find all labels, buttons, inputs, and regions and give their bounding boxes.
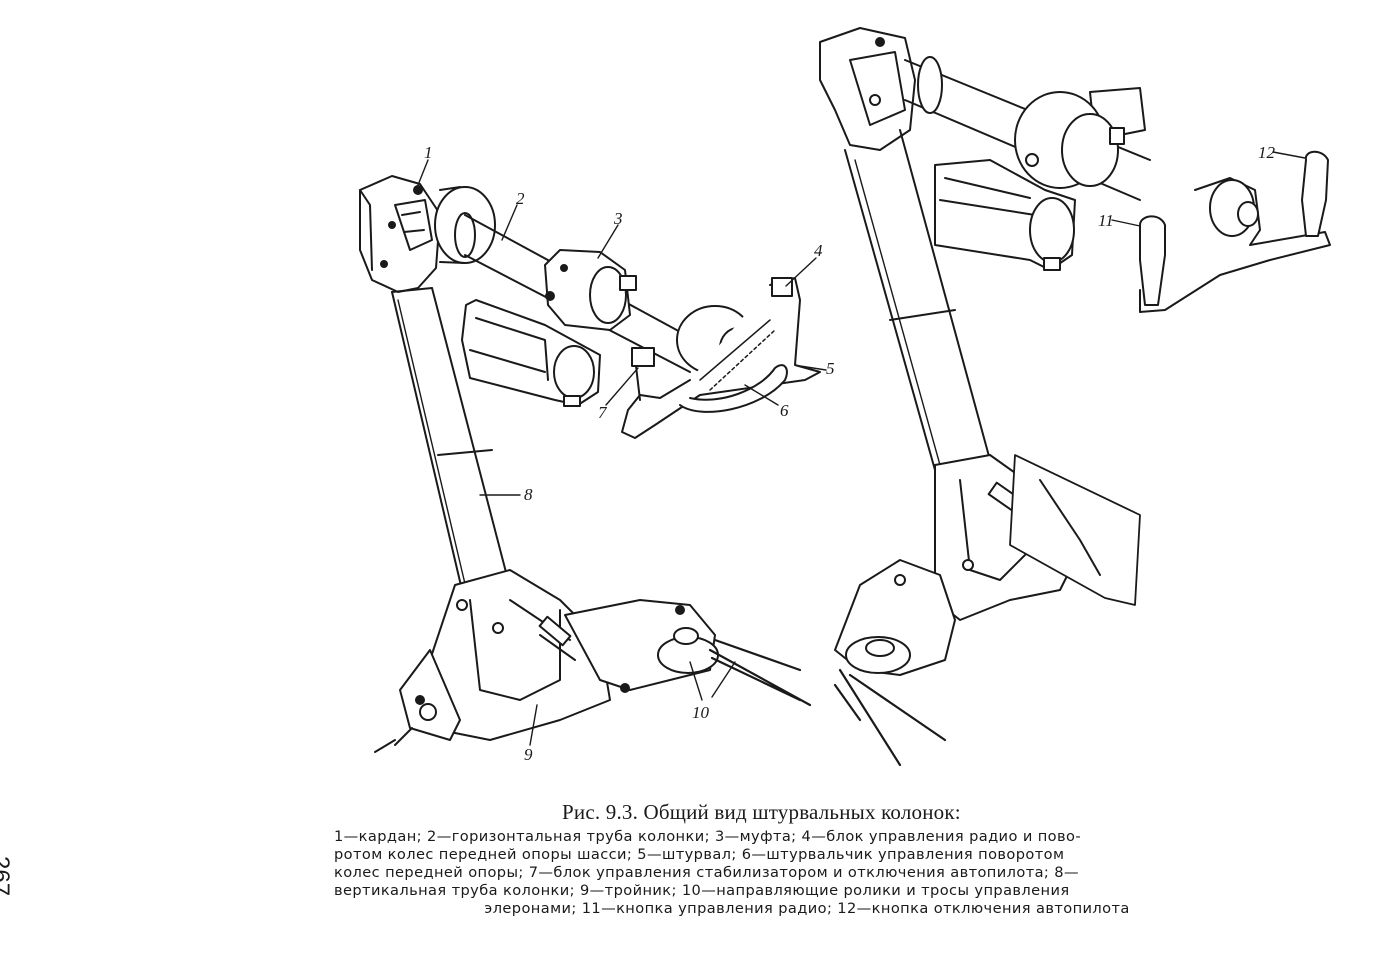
callout-10: 10 bbox=[692, 703, 710, 722]
callout-7: 7 bbox=[598, 403, 608, 422]
figure-caption-legend: 1—кардан; 2—горизонтальная труба колонки… bbox=[334, 828, 1280, 918]
steering-columns-drawing: 1 2 3 4 5 6 7 8 9 10 11 12 bbox=[359, 27, 1331, 767]
callout-5: 5 bbox=[826, 359, 835, 378]
caption-line: элеронами; 11—кнопка управления радио; 1… bbox=[484, 900, 1130, 917]
callout-1: 1 bbox=[424, 143, 433, 162]
callout-6: 6 bbox=[780, 401, 789, 420]
callout-12: 12 bbox=[1258, 143, 1276, 162]
callout-2: 2 bbox=[516, 189, 525, 208]
callout-labels: 1 2 3 4 5 6 7 8 9 10 11 12 bbox=[424, 143, 1276, 764]
figure-caption-title: Рис. 9.3. Общий вид штурвальных колонок: bbox=[562, 800, 961, 824]
caption-line: колес передней опоры; 7—блок управления … bbox=[334, 864, 1079, 881]
callout-3: 3 bbox=[613, 209, 623, 228]
caption-line: вертикальная труба колонки; 9—тройник; 1… bbox=[334, 882, 1070, 899]
left-column bbox=[359, 175, 821, 753]
callout-4: 4 bbox=[814, 241, 823, 260]
callout-9: 9 bbox=[524, 745, 533, 764]
right-column bbox=[819, 27, 1331, 767]
callout-8: 8 bbox=[524, 485, 533, 504]
leader-lines bbox=[417, 151, 1306, 746]
caption-line: ротом колес передней опоры шасси; 5—штур… bbox=[334, 846, 1065, 863]
caption-line: 1—кардан; 2—горизонтальная труба колонки… bbox=[334, 828, 1082, 845]
page-number: 267 bbox=[0, 856, 14, 897]
callout-11: 11 bbox=[1098, 211, 1114, 230]
